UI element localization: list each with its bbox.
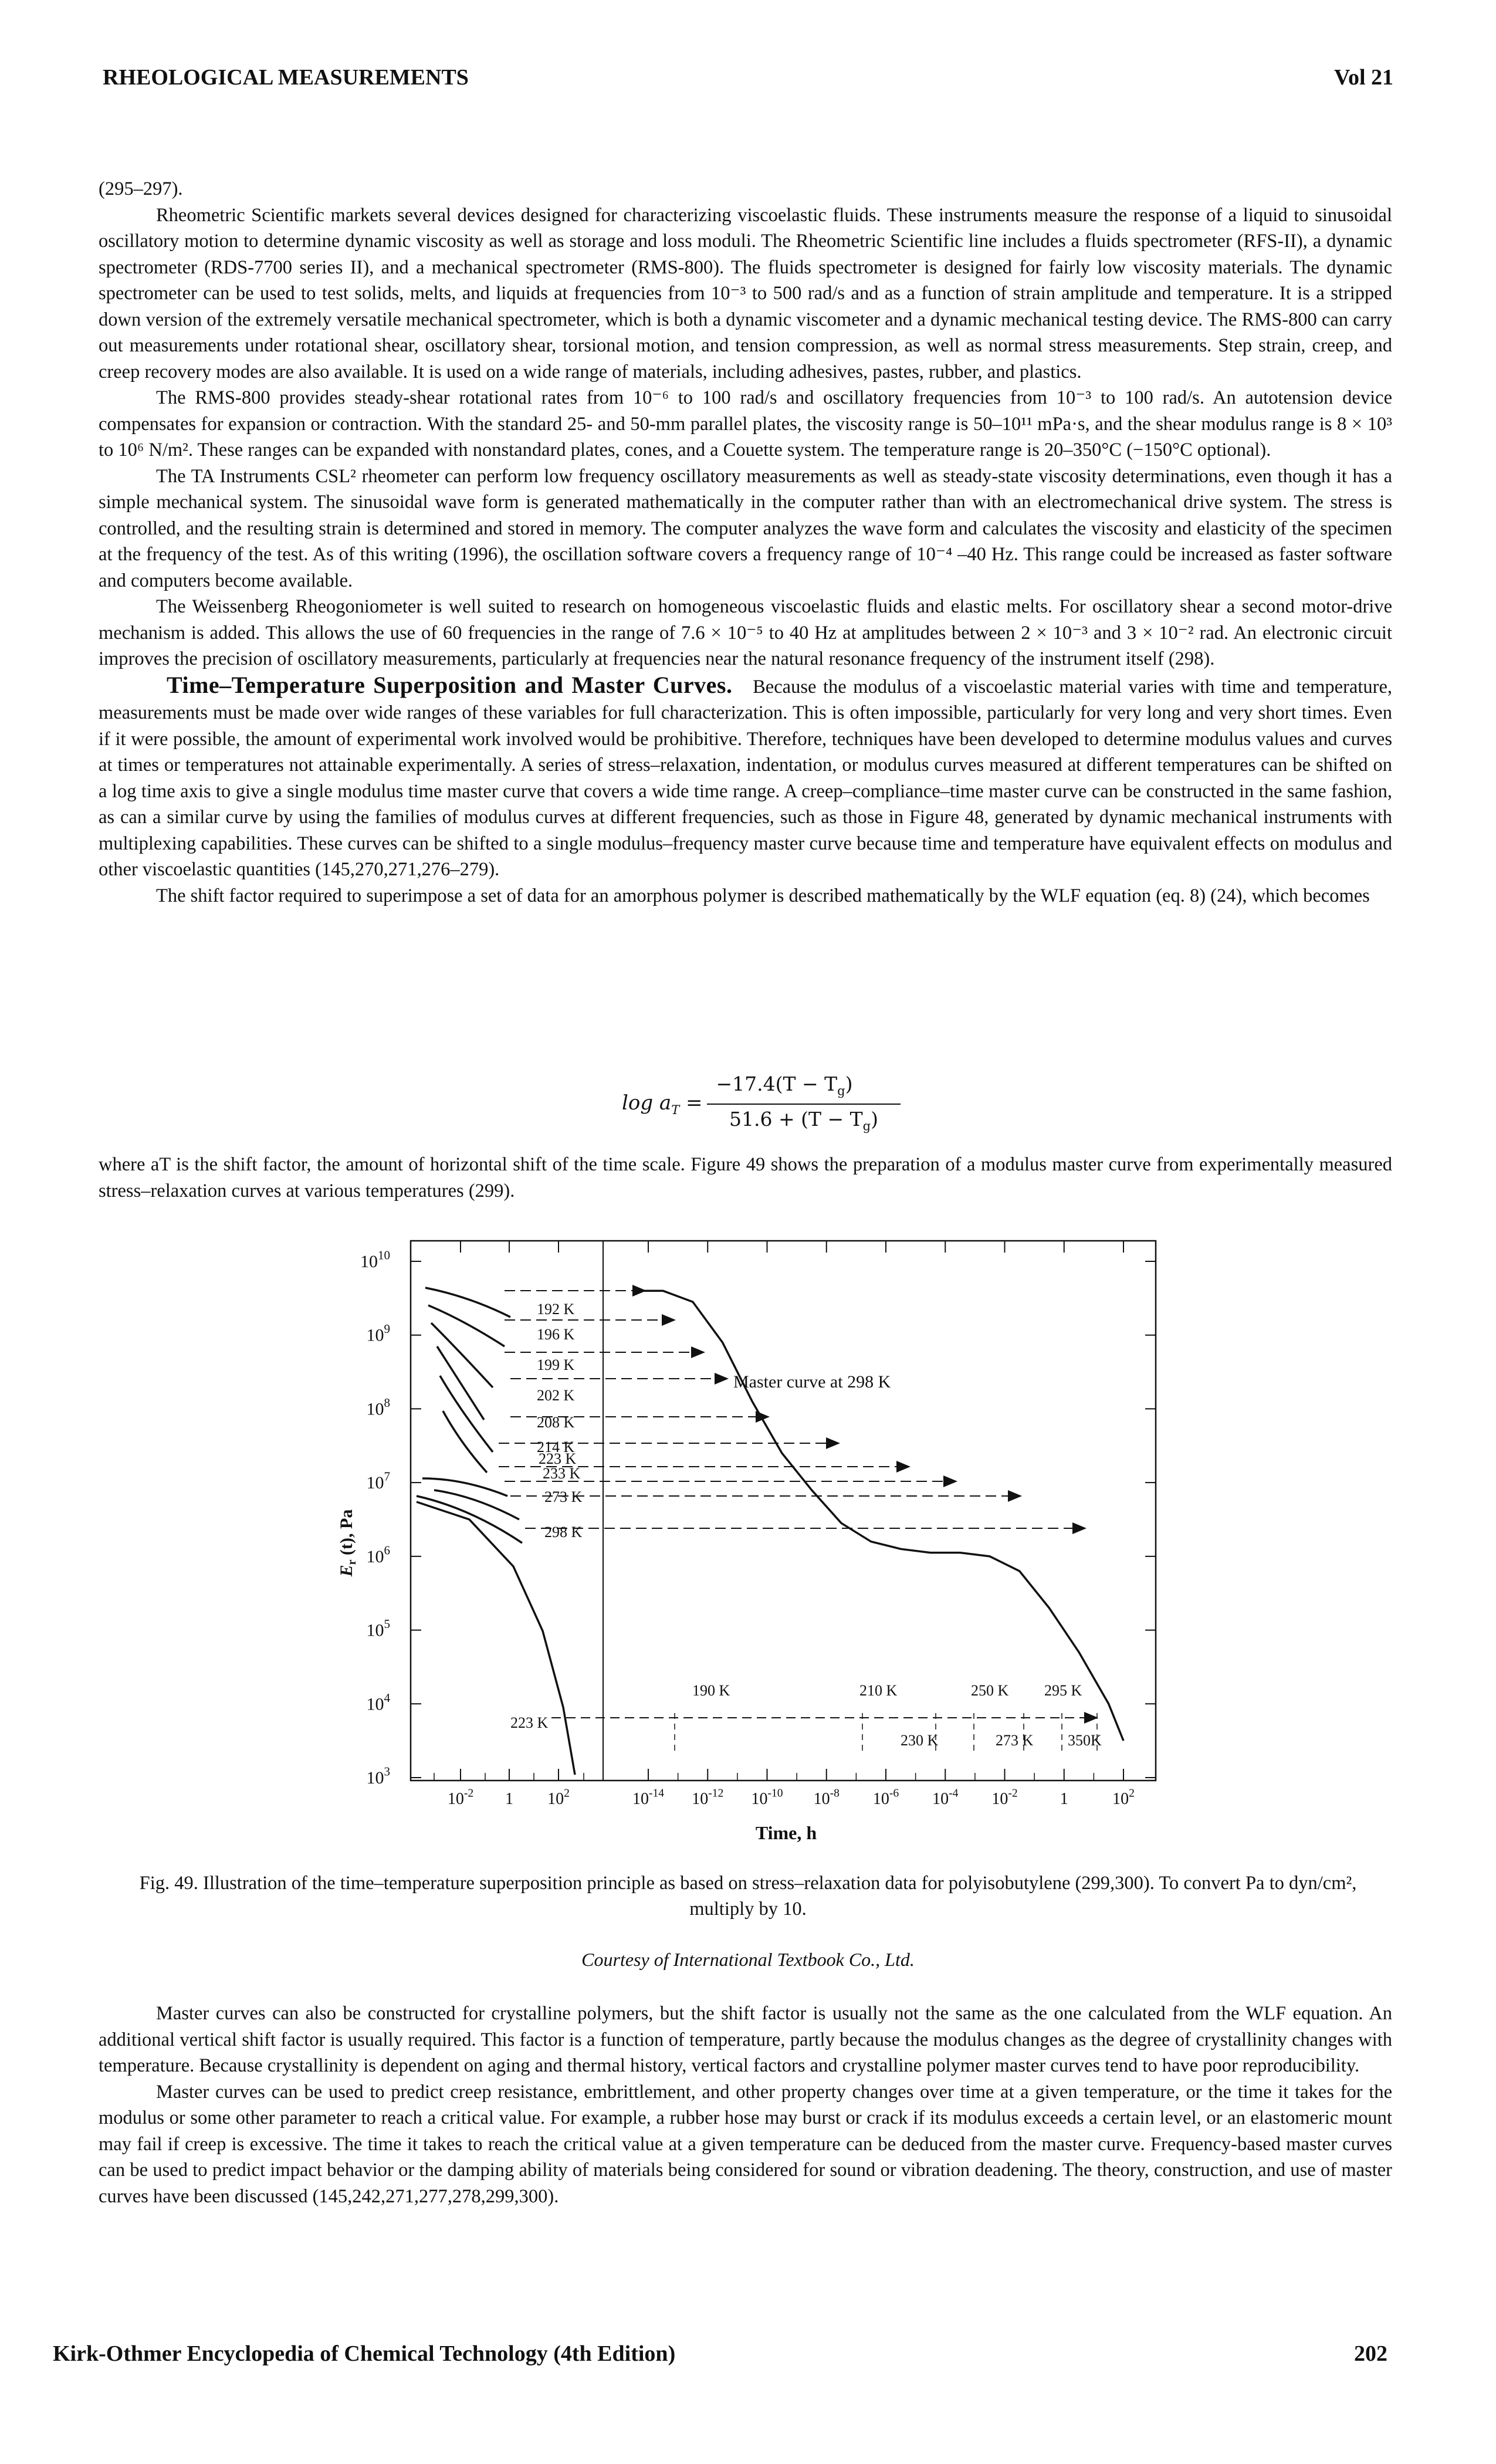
shift-temp-label: 350K [1068, 1732, 1102, 1749]
shift-temp-label: 190 K [692, 1682, 730, 1699]
curve-label: 202 K [537, 1387, 575, 1404]
x-tick-label: 10-2 [991, 1787, 1017, 1808]
master-curve-label: Master curve at 298 K [733, 1372, 891, 1392]
x-tick-label: 10-8 [814, 1787, 840, 1808]
temperature-segment-curve [428, 1304, 505, 1348]
temperature-segment-curve [442, 1410, 488, 1474]
curve-label: 208 K [537, 1414, 575, 1431]
y-tick-label: 104 [367, 1691, 391, 1714]
running-header: RHEOLOGICAL MEASUREMENTS Vol 21 [103, 65, 1393, 90]
paragraph-7: where aT is the shift factor, the amount… [99, 1154, 1392, 1201]
paragraph-6: The shift factor required to superimpose… [156, 885, 1370, 906]
paragraph-9: Master curves can be used to predict cre… [99, 2081, 1392, 2207]
figure-caption: Fig. 49. Illustration of the time–temper… [139, 1873, 1357, 1920]
paragraph-1: Rheometric Scientific markets several de… [99, 204, 1392, 383]
y-tick-label: 103 [367, 1765, 391, 1788]
paragraph-3: The TA Instruments CSL² rheometer can pe… [99, 465, 1392, 591]
y-tick-label: 108 [367, 1396, 391, 1419]
equation-lhs: log aT = [622, 1091, 703, 1117]
footer-title: Kirk-Othmer Encyclopedia of Chemical Tec… [53, 2341, 676, 2366]
curve-label: 223 K [539, 1450, 577, 1467]
equation-numerator: −17.4(T − Tg) [716, 1072, 853, 1098]
x-tick-label: 102 [547, 1787, 570, 1808]
curve-label: 233 K [543, 1465, 581, 1482]
wlf-equation: log aT = −17.4(T − Tg) 51.6 + (T − Tg) [622, 1067, 901, 1137]
temperature-segment-curve [425, 1287, 511, 1318]
shift-temp-label: 273 K [996, 1732, 1034, 1749]
fraction-bar [707, 1104, 901, 1105]
x-tick-label: 1 [1060, 1790, 1068, 1808]
curve-label: 223 K [510, 1714, 549, 1731]
body-text-mid: where aT is the shift factor, the amount… [99, 1152, 1392, 1204]
running-footer: Kirk-Othmer Encyclopedia of Chemical Tec… [53, 2341, 1387, 2367]
shift-temp-label: 295 K [1044, 1682, 1082, 1699]
x-axis-label: Time, h [756, 1822, 817, 1843]
y-tick-label: 105 [367, 1617, 391, 1640]
curve-label: 214 K [537, 1439, 575, 1456]
body-text-upper: (295–297). Rheometric Scientific markets… [99, 176, 1392, 909]
body-text-lower: Master curves can also be constructed fo… [99, 2001, 1392, 2209]
x-tick-label: 1 [505, 1790, 513, 1808]
header-volume: Vol 21 [1333, 65, 1393, 90]
x-tick-label: 10-2 [448, 1787, 473, 1808]
temperature-segment-curve [439, 1375, 494, 1453]
temperature-segment-curve [416, 1495, 523, 1544]
plot-frame [409, 1240, 1157, 1782]
temperature-segment-curve [436, 1346, 485, 1420]
figure-courtesy: Courtesy of International Textbook Co., … [581, 1949, 915, 1970]
master-curve-chart: 1010 109 108 107 106 105 104 103 10-2 1 102 10-14 1… [337, 1240, 1157, 1843]
y-tick-label: 107 [367, 1470, 391, 1493]
curve-label: 298 K [544, 1524, 583, 1541]
curve-label: 196 K [537, 1326, 575, 1343]
y-axis-label: Er (t), Pa [337, 1509, 358, 1578]
curve-label: 273 K [544, 1488, 583, 1505]
paragraph-2: The RMS-800 provides steady-shear rotati… [99, 387, 1392, 461]
paragraph-0: (295–297). [99, 178, 183, 199]
shift-temp-label: 210 K [859, 1682, 898, 1699]
x-tick-label: 10-4 [932, 1787, 959, 1808]
x-tick-label: 10-10 [751, 1787, 783, 1808]
curve-label: 192 K [537, 1301, 575, 1318]
section-heading: Time–Temperature Superposition and Maste… [167, 671, 733, 698]
y-tick-label: 106 [367, 1543, 391, 1566]
paragraph-4: The Weissenberg Rheogoniometer is well s… [99, 596, 1392, 669]
y-tick-label: 109 [367, 1322, 391, 1345]
x-tick-label: 10-14 [632, 1787, 664, 1808]
shift-temp-label: 230 K [901, 1732, 939, 1749]
equation-denominator: 51.6 + (T − Tg) [729, 1108, 878, 1133]
curve-label: 199 K [537, 1356, 575, 1373]
figure-49: 1010 109 108 107 106 105 104 103 10-2 1 102 10-14 1… [317, 1226, 1185, 1866]
temperature-segment-curve [422, 1477, 508, 1497]
paragraph-5: Time–Temperature Superposition and Maste… [99, 672, 1392, 883]
x-tick-label: 10-6 [873, 1787, 899, 1808]
temperature-segment-curve [416, 1501, 576, 1775]
temperature-segment-curve [434, 1489, 520, 1521]
x-tick-label: 102 [1112, 1787, 1135, 1808]
master-curve-line [639, 1289, 1125, 1741]
page-number: 202 [1354, 2341, 1387, 2366]
paragraph-8: Master curves can also be constructed fo… [99, 2003, 1392, 2076]
paragraph-5-text: Because the modulus of a viscoelastic ma… [99, 676, 1392, 881]
temperature-segment-curve [430, 1322, 494, 1389]
y-tick-label: 1010 [360, 1248, 390, 1272]
header-title: RHEOLOGICAL MEASUREMENTS [103, 65, 469, 90]
x-tick-label: 10-12 [692, 1787, 723, 1808]
shift-temp-label: 250 K [971, 1682, 1009, 1699]
